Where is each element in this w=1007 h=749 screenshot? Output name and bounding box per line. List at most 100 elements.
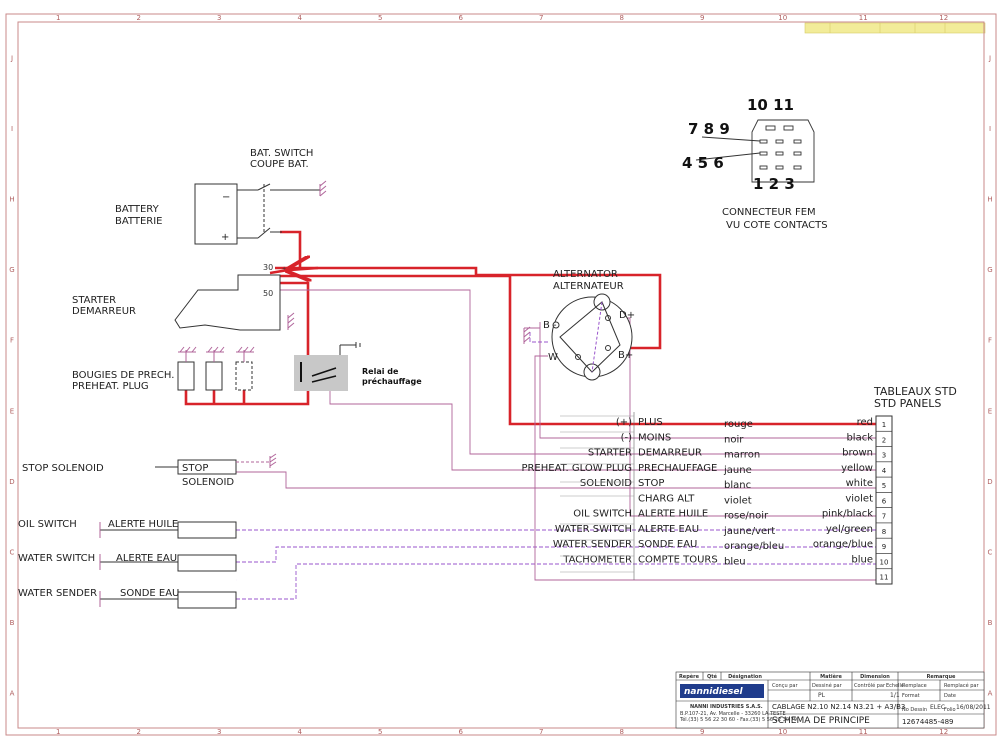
ground-icon	[523, 326, 540, 344]
tacho-wire	[534, 355, 876, 581]
frame-number: 9	[700, 14, 704, 22]
panels-title-en: STD PANELS	[874, 397, 941, 410]
scale: 1/1	[890, 692, 900, 699]
stop-box-label: STOP	[182, 463, 208, 474]
panel-pin-number: 6	[882, 497, 887, 505]
frame-letter: I	[989, 125, 991, 133]
glow-plug-label-fr: BOUGIES DE PRECH.	[72, 370, 174, 381]
connector-pins-left-lower: 4 5 6	[682, 154, 724, 172]
panel-color-fr: violet	[724, 495, 752, 506]
frame-number: 5	[378, 728, 382, 736]
alt-terminal-d-plus: D+	[619, 310, 635, 321]
water-sender-label: WATER SENDER	[18, 588, 97, 599]
frame-letter: E	[988, 407, 992, 415]
glow-plug-3	[235, 350, 253, 391]
frame-number: 4	[298, 728, 303, 736]
bat-switch-label-fr: COUPE BAT.	[250, 159, 309, 170]
glow-plug-label-en: PREHEAT. PLUG	[72, 381, 149, 392]
frame-number: 7	[539, 14, 543, 22]
title-block-small-label: Folio	[944, 707, 956, 713]
panel-color-fr: marron	[724, 450, 760, 461]
frame-letter: H	[987, 196, 992, 204]
panel-func-fr: ALERTE HUILE	[638, 509, 708, 520]
company-address: B.P.107-21, Av. Marcelle - 33260 LA TEST…	[680, 711, 786, 717]
title-block-header: Dimension	[860, 674, 890, 680]
svg-text:−: −	[222, 192, 230, 203]
preheat-relay	[294, 342, 361, 391]
panel-pin-number: 10	[880, 558, 889, 566]
frame-number: 11	[859, 728, 868, 736]
drawing-frame	[5, 13, 997, 736]
frame-number: 8	[620, 14, 624, 22]
panel-func-en: TACHOMETER	[562, 554, 632, 565]
title-block-small-label: Contrôlé par	[854, 682, 886, 689]
frame-letter: G	[9, 266, 14, 274]
connector-pins-top: 10 11	[747, 96, 794, 114]
panel-color-en: yel/green	[826, 524, 873, 535]
frame-letter: C	[10, 549, 15, 557]
panel-color-fr: rose/noir	[724, 511, 769, 522]
water-sender	[99, 591, 237, 609]
title-block-small-label: Echelle	[886, 683, 904, 689]
relay-label-line2: préchauffage	[362, 376, 422, 386]
starter-label-fr: DEMARREUR	[72, 306, 136, 317]
frame-letter: J	[988, 54, 991, 62]
frame-number: 3	[217, 728, 221, 736]
panel-color-en: violet	[845, 493, 873, 504]
ground-icon	[269, 453, 277, 468]
frame-letter: J	[10, 54, 13, 62]
stop-solenoid-label: STOP SOLENOID	[22, 463, 104, 474]
alt-terminal-b-plus: B+	[618, 350, 633, 361]
panel-pin-number: 3	[882, 452, 886, 460]
oil-switch-box-label: ALERTE HUILE	[108, 519, 178, 530]
frame-number: 3	[217, 14, 221, 22]
panel-color-en: yellow	[841, 463, 873, 474]
frame-number: 10	[778, 14, 787, 22]
panel-func-fr: DEMARREUR	[638, 448, 702, 459]
panel-color-en: blue	[851, 554, 873, 565]
frame-number: 8	[620, 728, 624, 736]
oil-switch	[99, 521, 237, 539]
title-block-small-label: No Dessin	[902, 707, 927, 713]
title-block-small-label: Date	[944, 693, 956, 699]
relay-label-line1: Relai de	[362, 367, 399, 376]
alternator	[551, 293, 633, 381]
connector-pins-bottom: 1 2 3	[753, 175, 795, 193]
frame-letter: C	[988, 549, 993, 557]
panel-color-fr: noir	[724, 434, 744, 445]
starter-terminal-50: 50	[263, 289, 273, 298]
panel-pin-number: 11	[880, 574, 889, 582]
panel-func-en: OIL SWITCH	[573, 509, 632, 520]
battery-label-en: BATTERY	[115, 204, 160, 215]
ground-icon	[319, 180, 327, 197]
frame-number: 1	[56, 728, 60, 736]
frame-letter: F	[10, 337, 14, 345]
panel-func-en: (+)	[616, 417, 632, 428]
water-switch-box-label: ALERTE EAU	[116, 553, 177, 564]
drawing-title-line1: CABLAGE N2.10 N2.14 N3.21 + A3/B3	[772, 703, 905, 711]
panel-color-fr: rouge	[724, 419, 753, 430]
panel-func-fr: SONDE EAU	[638, 539, 697, 550]
frame-letter: D	[9, 478, 14, 486]
panel-func-fr: COMPTE TOURS	[638, 554, 718, 565]
glow-plug-1	[177, 350, 195, 391]
frame-number: 7	[539, 728, 543, 736]
date: 16/08/2011	[956, 704, 991, 711]
title-block-small-label: Conçu par	[772, 683, 798, 689]
panel-func-fr: STOP	[638, 478, 664, 489]
starter-terminal-30-plus: +	[282, 266, 286, 272]
ground-icon	[178, 346, 255, 353]
frame-number: 2	[137, 14, 141, 22]
frame-letter: A	[988, 690, 993, 698]
panel-color-en: white	[846, 478, 873, 489]
frame-number: 6	[459, 728, 464, 736]
panel-pin-number: 9	[882, 543, 886, 551]
frame-letter: B	[988, 619, 993, 627]
panel-func-en: SOLENOID	[580, 478, 632, 489]
oil-switch-label: OIL SWITCH	[18, 519, 77, 530]
drawn-by: PL	[818, 692, 826, 699]
company-name: NANNI INDUSTRIES S.A.S.	[690, 704, 763, 710]
frame-number: 1	[56, 14, 60, 22]
